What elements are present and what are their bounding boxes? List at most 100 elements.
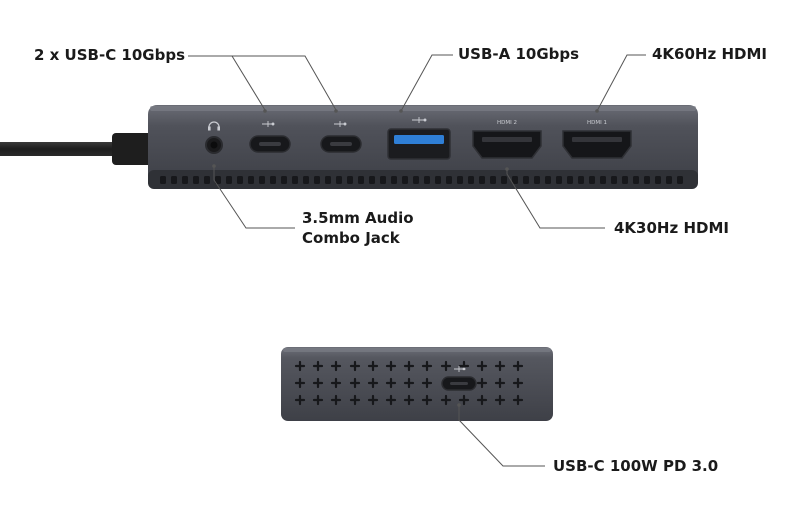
vent-slot — [424, 176, 430, 184]
vent-cross — [367, 377, 379, 389]
vent-cross — [294, 394, 306, 406]
vent-slot — [171, 176, 177, 184]
vent-slot — [666, 176, 672, 184]
vent-cross — [476, 360, 488, 372]
vent-slot — [281, 176, 287, 184]
vent-grille-end — [294, 360, 524, 406]
vent-slot — [380, 176, 386, 184]
label-usbc-10gbps: 2 x USB-C 10Gbps — [34, 46, 186, 64]
vent-cross — [440, 394, 452, 406]
vent-cross — [476, 377, 488, 389]
headphone-icon — [208, 121, 220, 131]
vent-slot — [600, 176, 606, 184]
vent-slot — [644, 176, 650, 184]
vent-cross — [330, 377, 342, 389]
hdmi-1-port — [562, 130, 632, 159]
vent-cross — [385, 394, 397, 406]
vent-slot — [204, 176, 210, 184]
vent-cross — [312, 394, 324, 406]
vent-cross — [494, 394, 506, 406]
vent-cross — [421, 394, 433, 406]
hdmi-2-mark: HDMI 2 — [497, 120, 517, 126]
vent-cross — [403, 360, 415, 372]
vent-slot — [193, 176, 199, 184]
vent-slot — [347, 176, 353, 184]
vent-slot — [523, 176, 529, 184]
label-audio-line1: 3.5mm Audio — [302, 209, 414, 227]
dock-end — [281, 347, 553, 421]
vent-grille — [160, 176, 683, 184]
vent-slot — [237, 176, 243, 184]
leader-usbc-2 — [232, 55, 337, 111]
vent-cross — [294, 360, 306, 372]
vent-cross — [403, 394, 415, 406]
vent-slot — [303, 176, 309, 184]
usba-port — [387, 128, 451, 160]
vent-slot — [160, 176, 166, 184]
vent-slot — [391, 176, 397, 184]
audio-jack — [205, 136, 223, 154]
label-audio-line2: Combo Jack — [302, 229, 400, 247]
leader-lines — [188, 54, 646, 467]
usbc-pd-port — [441, 376, 477, 391]
vent-cross — [458, 394, 470, 406]
vent-cross — [330, 394, 342, 406]
vent-cross — [385, 360, 397, 372]
vent-slot — [589, 176, 595, 184]
dock-main: HDMI 2 HDMI 1 — [148, 105, 698, 189]
usbc-port-1 — [249, 135, 291, 153]
vent-slot — [479, 176, 485, 184]
usb-icon — [334, 121, 347, 127]
label-usba-10gbps: USB-A 10Gbps — [458, 45, 580, 63]
vent-cross — [403, 377, 415, 389]
vent-slot — [413, 176, 419, 184]
vent-slot — [435, 176, 441, 184]
usbc-port-2 — [320, 135, 362, 153]
label-usbc-pd: USB-C 100W PD 3.0 — [553, 457, 719, 475]
vent-slot — [226, 176, 232, 184]
leader-pd — [458, 405, 545, 467]
vent-slot — [611, 176, 617, 184]
vent-slot — [358, 176, 364, 184]
vent-cross — [440, 360, 452, 372]
vent-slot — [677, 176, 683, 184]
usb-icon — [454, 366, 466, 372]
vent-cross — [385, 377, 397, 389]
hdmi-1-mark: HDMI 1 — [587, 120, 607, 126]
label-hdmi-4k60: 4K60Hz HDMI — [652, 45, 767, 63]
vent-slot — [633, 176, 639, 184]
vent-cross — [476, 394, 488, 406]
vent-slot — [501, 176, 507, 184]
leader-usba — [400, 54, 453, 112]
vent-cross — [294, 377, 306, 389]
vent-cross — [349, 360, 361, 372]
leader-hdmi30 — [506, 169, 605, 229]
vent-slot — [468, 176, 474, 184]
vent-cross — [512, 360, 524, 372]
vent-slot — [490, 176, 496, 184]
vent-slot — [578, 176, 584, 184]
vent-slot — [369, 176, 375, 184]
usb-icon — [412, 117, 427, 123]
leader-hdmi60 — [596, 54, 646, 112]
vent-cross — [349, 394, 361, 406]
vent-slot — [248, 176, 254, 184]
vent-cross — [421, 360, 433, 372]
vent-cross — [367, 360, 379, 372]
cable — [0, 133, 152, 165]
vent-slot — [457, 176, 463, 184]
vent-slot — [336, 176, 342, 184]
vent-cross — [312, 377, 324, 389]
vent-cross — [421, 377, 433, 389]
vent-cross — [349, 377, 361, 389]
vent-slot — [215, 176, 221, 184]
vent-slot — [512, 176, 518, 184]
vent-slot — [259, 176, 265, 184]
vent-cross — [330, 360, 342, 372]
vent-slot — [567, 176, 573, 184]
vent-slot — [556, 176, 562, 184]
vent-slot — [182, 176, 188, 184]
vent-slot — [655, 176, 661, 184]
